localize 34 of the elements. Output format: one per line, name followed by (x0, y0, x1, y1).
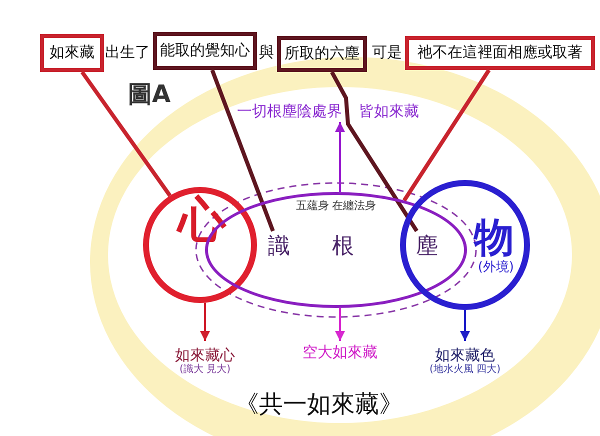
note-label: (外境) (478, 260, 514, 276)
glyph-label: 根 (332, 234, 354, 260)
highlight-box (277, 36, 367, 72)
leader-line (210, 69, 275, 232)
sentence-text: 出生了 (105, 43, 150, 62)
highlight-text: 如來藏 (50, 44, 94, 62)
result-label: 空大如來藏 (302, 344, 378, 362)
arrow (200, 302, 210, 341)
sentence-text: 與 (259, 43, 274, 62)
sentence-text: 可是 (372, 43, 402, 62)
highlight-box (153, 32, 257, 70)
result-text: 如來藏心 (175, 346, 235, 364)
highlight-text: 祂不在這裡面相應或取著 (418, 44, 582, 62)
glyph-label: 識 (268, 234, 290, 260)
highlight-text: 能取的覺知心 (160, 42, 250, 60)
highlight-box (405, 36, 595, 70)
leader-line (80, 70, 172, 197)
leader-line (402, 68, 491, 202)
highlight-text: 所取的六塵 (284, 45, 360, 63)
body-label: 五蘊身 在纏法身 (296, 200, 376, 213)
note-label: (識大 見大) (180, 364, 230, 376)
result-text: 如來藏色 (435, 346, 495, 364)
glyph-label: 塵 (416, 234, 438, 260)
highlight-box (40, 34, 104, 72)
arrow (335, 308, 345, 341)
heading-label: 一切根塵陰處界 皆如來藏 (237, 103, 419, 121)
glyph-label: 物 (474, 214, 514, 261)
note-label: (地水火風 四大) (430, 364, 500, 376)
figure-label: 圖A (128, 79, 171, 110)
circle-outline (400, 180, 530, 310)
caption-text: 《共一如來藏》 (235, 389, 403, 420)
leader-line (330, 71, 418, 232)
arrow (335, 122, 345, 192)
arrow (460, 310, 470, 341)
